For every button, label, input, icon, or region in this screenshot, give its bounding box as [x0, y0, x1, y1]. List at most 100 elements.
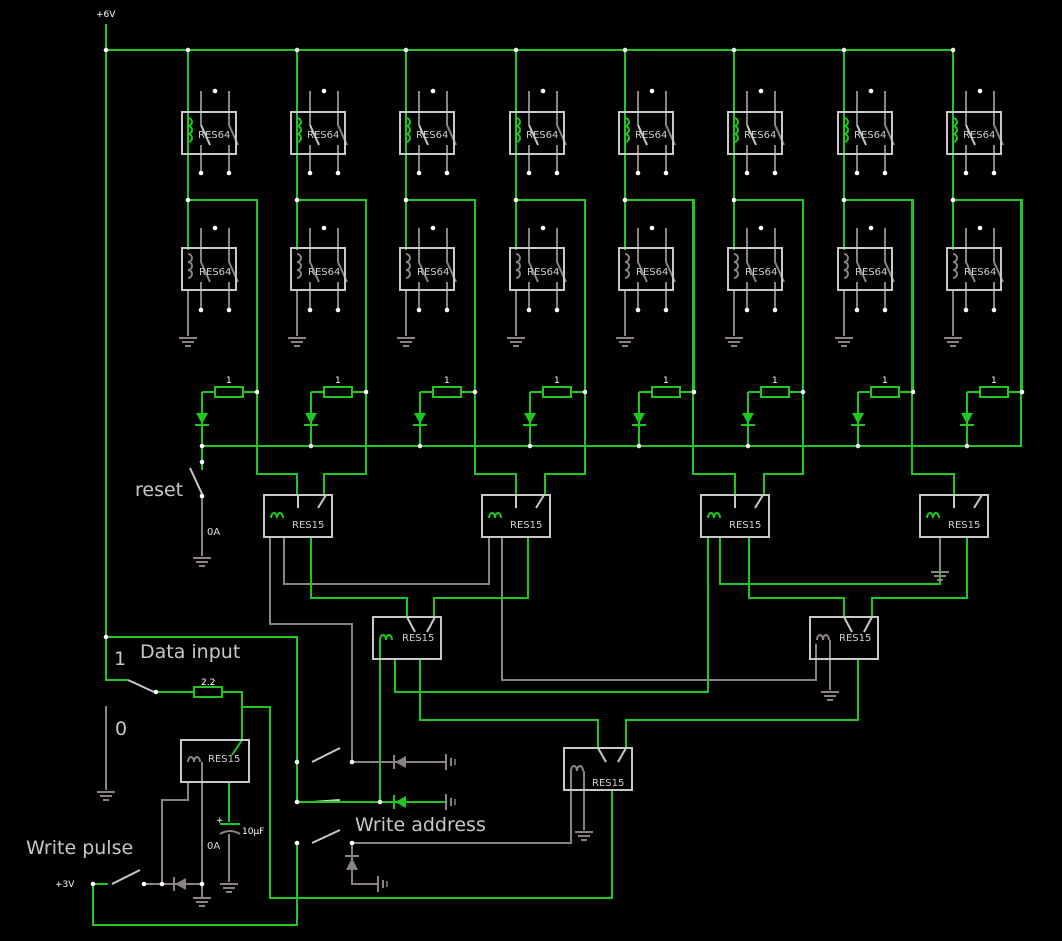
bit-feedback-wire — [953, 199, 1023, 392]
memory-relay-label: RES64 — [526, 130, 558, 141]
junction-dot — [212, 225, 218, 231]
decoder-input-wire — [256, 200, 298, 495]
junction-dot — [731, 197, 737, 203]
relay-coil — [405, 253, 411, 279]
bit-resistor-label: 1 — [663, 376, 669, 386]
diode-symbol — [196, 413, 208, 424]
ground-symbol — [931, 571, 949, 581]
relay-coil — [843, 117, 849, 143]
write-pulse-label: Write pulse — [26, 837, 133, 859]
bit-resistor-label: 1 — [772, 376, 778, 386]
junction-dot — [758, 225, 764, 231]
junction-dot — [963, 170, 969, 176]
junction-dot — [294, 759, 300, 765]
relay-coil — [187, 253, 193, 279]
decoder-output — [419, 659, 599, 748]
bit-resistor-label: 1 — [444, 376, 450, 386]
junction-dot — [294, 799, 300, 805]
ground-symbol — [835, 337, 853, 347]
relay-coil — [187, 117, 193, 143]
decoder-contact — [754, 494, 764, 509]
junction-dot — [377, 799, 383, 805]
junction-dot — [444, 170, 450, 176]
junction-dot — [185, 197, 191, 203]
supply-rail-vertical — [105, 24, 128, 681]
battery-symbol — [445, 794, 456, 810]
diode-symbol — [305, 413, 317, 424]
decoder-output — [871, 537, 968, 617]
memory-relay-label: RES64 — [416, 130, 448, 141]
junction-dot — [800, 389, 806, 395]
junction-dot — [526, 307, 532, 313]
junction-dot — [363, 389, 369, 395]
address-line — [296, 762, 446, 803]
decoder-contact — [597, 747, 607, 763]
memory-relay-upper — [727, 111, 783, 155]
memory-relay-lower — [290, 247, 346, 291]
junction-dot — [991, 170, 997, 176]
ground-symbol — [179, 337, 197, 347]
ground-symbol — [193, 557, 211, 567]
junction-dot — [991, 307, 997, 313]
relay-contact-arm — [200, 228, 211, 283]
junction-dot — [430, 225, 436, 231]
junction-dot — [554, 170, 560, 176]
diode-symbol — [742, 413, 754, 424]
relay-coil — [296, 253, 302, 279]
relay-coil — [570, 765, 584, 772]
decoder-input-wire — [474, 200, 517, 495]
write-enable-wire — [242, 706, 613, 899]
memory-relay-label: RES64 — [854, 130, 886, 141]
resistor-symbol — [979, 386, 1009, 398]
junction-dot — [964, 443, 970, 449]
decoder-output — [748, 537, 845, 617]
junction-dot — [185, 47, 191, 53]
reset-bus — [202, 391, 1022, 447]
memory-relay-upper — [509, 111, 565, 155]
junction-dot — [199, 881, 205, 887]
junction-dot — [526, 170, 532, 176]
decoder-contact — [535, 494, 545, 509]
battery-symbol — [445, 754, 456, 770]
junction-dot — [554, 307, 560, 313]
decoder-relay-final — [563, 747, 633, 791]
junction-dot — [153, 689, 159, 695]
junction-dot — [527, 443, 533, 449]
junction-dot — [199, 443, 205, 449]
memory-relay-label: RES64 — [527, 267, 559, 278]
relay-contact-arm — [200, 124, 211, 146]
relay-coil — [733, 253, 739, 279]
memory-relay-label: RES64 — [744, 130, 776, 141]
reset-label: reset — [135, 479, 183, 501]
junction-dot — [141, 881, 147, 887]
junction-dot — [294, 197, 300, 203]
junction-dot — [90, 881, 96, 887]
memory-relay-upper — [837, 111, 893, 155]
bit-feedback-wire — [516, 199, 586, 392]
write-address-label: Write address — [355, 814, 486, 836]
junction-dot — [772, 307, 778, 313]
decoder-relay-label: RES15 — [292, 520, 324, 531]
data-zero-label: 0 — [115, 718, 127, 740]
memory-relay-lower — [399, 247, 455, 291]
memory-relay-lower — [946, 247, 1002, 291]
junction-dot — [663, 170, 669, 176]
relay-contact-arm — [418, 124, 429, 146]
ground-symbol — [507, 337, 525, 347]
resistor-symbol — [760, 386, 790, 398]
junction-dot — [1019, 389, 1025, 395]
decoder-relay-label: RES15 — [402, 633, 434, 644]
input-resistor-label: 2.2 — [201, 678, 215, 688]
decoder-relay-level1 — [481, 494, 551, 538]
relay-contact-arm — [309, 124, 320, 146]
junction-dot — [307, 307, 313, 313]
decoder-input-wire — [323, 200, 367, 495]
junction-dot — [744, 307, 750, 313]
decoder-relay-label: RES15 — [729, 520, 761, 531]
memory-relay-upper — [290, 111, 346, 155]
relay-coil — [515, 253, 521, 279]
relay-coil — [843, 253, 849, 279]
memory-relay-label: RES64 — [635, 130, 667, 141]
junction-dot — [731, 47, 737, 53]
